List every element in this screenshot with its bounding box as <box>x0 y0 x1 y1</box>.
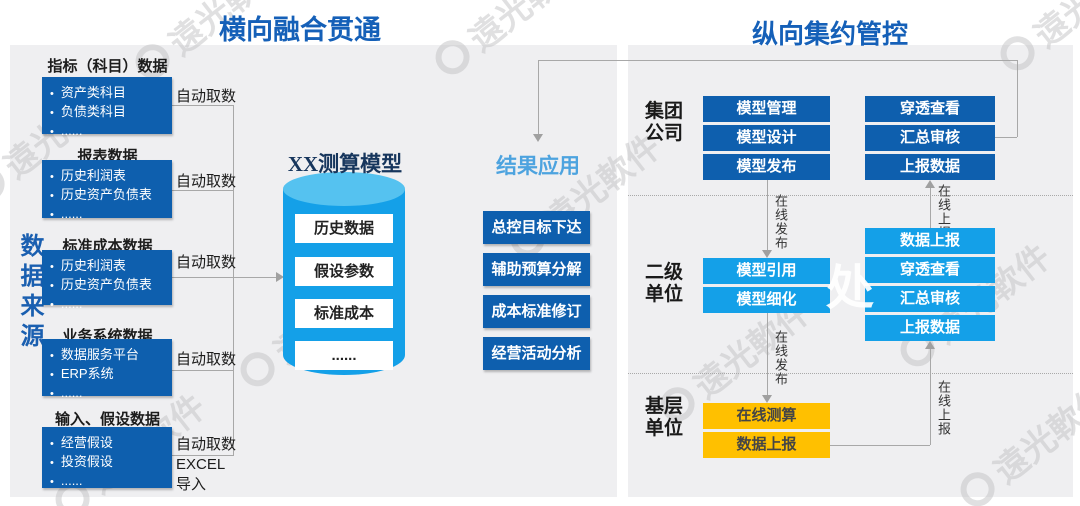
arrow-up-icon <box>925 341 935 349</box>
arrow-down-icon <box>762 250 772 258</box>
tier3-box: 在线测算 <box>703 403 830 429</box>
results-title: 结果应用 <box>496 154 580 178</box>
result-box: 总控目标下达 <box>483 211 590 244</box>
right-section-title: 纵向集约管控 <box>751 19 908 49</box>
connector-line <box>172 190 234 191</box>
left-section-title: 横向融合贯通 <box>219 15 381 45</box>
vertical-control-panel <box>628 45 1073 497</box>
result-box: 辅助预算分解 <box>483 253 590 286</box>
list-item: 历史资产负债表 <box>50 186 168 205</box>
list-item: ...... <box>50 472 168 491</box>
model-layer: 标准成本 <box>295 299 393 328</box>
online-report-label: 在线上报 <box>936 184 951 240</box>
tier1-report-box: 上报数据 <box>865 154 995 180</box>
group-box-report-data: 历史利润表 历史资产负债表 ...... <box>42 160 172 221</box>
connector-line <box>767 313 768 398</box>
connector-line <box>767 180 768 254</box>
tier1-model-box: 模型管理 <box>703 96 830 122</box>
connector-line <box>995 137 1017 138</box>
group-box-indicator-data: 资产类科目 负债类科目 ...... <box>42 77 172 138</box>
arrow-down-icon <box>762 395 772 403</box>
model-layer: 历史数据 <box>295 214 393 243</box>
group-box-standard-cost-data: 历史利润表 历史资产负债表 ...... <box>42 250 172 311</box>
online-report-label: 在线上报 <box>936 380 951 436</box>
arrow-right-icon <box>276 272 284 282</box>
tier1-model-box: 模型发布 <box>703 154 830 180</box>
connector-line <box>172 105 234 106</box>
connector-line <box>538 60 1017 61</box>
arrow-up-icon <box>925 180 935 188</box>
model-layer: ...... <box>295 341 393 370</box>
group-header-input-assumption-data: 输入、假设数据 <box>54 411 160 428</box>
auto-fetch-label: 自动取数 <box>176 173 237 190</box>
list-item: 投资假设 <box>50 453 168 472</box>
tier2-model-box: 模型引用 <box>703 258 830 284</box>
online-publish-label: 在线发布 <box>773 330 788 386</box>
tier-label-grassroots-unit: 基层 单位 <box>645 396 684 439</box>
list-item: 经营假设 <box>50 434 168 453</box>
model-layer: 假设参数 <box>295 257 393 286</box>
auto-fetch-label: 自动取数 <box>176 351 237 368</box>
connector-line <box>172 455 234 456</box>
result-box: 成本标准修订 <box>483 295 590 328</box>
tier2-report-box: 数据上报 <box>865 228 995 254</box>
group-box-business-system-data: 数据服务平台 ERP系统 ...... <box>42 339 172 400</box>
list-item: 历史资产负债表 <box>50 276 168 295</box>
online-publish-label: 在线发布 <box>773 194 788 250</box>
tier-separator <box>628 373 1073 374</box>
list-item: ERP系统 <box>50 365 168 384</box>
model-title: XX测算模型 <box>287 152 403 176</box>
list-item: 历史利润表 <box>50 167 168 186</box>
result-box: 经营活动分析 <box>483 337 590 370</box>
list-item: 负债类科目 <box>50 103 168 122</box>
list-item: 资产类科目 <box>50 84 168 103</box>
connector-line <box>172 370 234 371</box>
list-item: 历史利润表 <box>50 257 168 276</box>
list-item: ...... <box>50 205 168 224</box>
connector-line <box>930 183 931 228</box>
group-header-indicator-data: 指标（科目）数据 <box>47 58 168 75</box>
connector-line <box>172 277 276 278</box>
group-box-input-assumption-data: 经营假设 投资假设 ...... <box>42 427 172 488</box>
tier3-box: 数据上报 <box>703 432 830 458</box>
tier2-report-box: 汇总审核 <box>865 286 995 312</box>
tier2-model-box: 模型细化 <box>703 287 830 313</box>
cylinder-top <box>283 172 405 206</box>
auto-fetch-label: 自动取数 <box>176 88 237 105</box>
tier2-report-box: 穿透查看 <box>865 257 995 283</box>
auto-fetch-label: 自动取数 <box>176 254 237 271</box>
tier1-report-box: 穿透查看 <box>865 96 995 122</box>
tier1-model-box: 模型设计 <box>703 125 830 151</box>
tier-separator <box>628 195 1073 196</box>
list-item: 数据服务平台 <box>50 346 168 365</box>
connector-line <box>1017 60 1018 137</box>
tier-label-secondary-unit: 二级 单位 <box>645 262 684 305</box>
tier2-report-box: 上报数据 <box>865 315 995 341</box>
auto-fetch-excel-label: 自动取数 EXCEL导入 <box>176 436 237 493</box>
tier-label-group-company: 集团 公司 <box>645 101 684 144</box>
connector-line <box>830 445 930 446</box>
list-item: ...... <box>50 384 168 403</box>
arrow-down-icon <box>533 134 543 142</box>
connector-line <box>538 60 539 136</box>
connector-line <box>233 105 234 455</box>
list-item: ...... <box>50 295 168 314</box>
data-source-label: 数据来源 <box>16 233 43 353</box>
connector-line <box>930 344 931 445</box>
tier1-report-box: 汇总审核 <box>865 125 995 151</box>
list-item: ...... <box>50 122 168 141</box>
